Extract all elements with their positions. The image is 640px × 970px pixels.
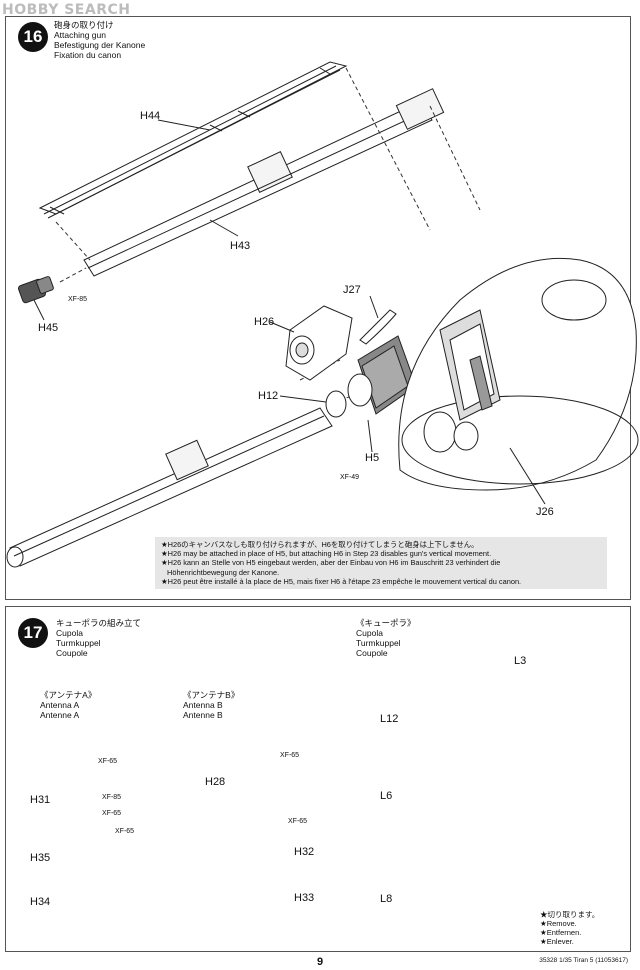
- paint-xf65-a2: XF-65: [102, 810, 122, 817]
- note-en: ★H26 may be attached in place of H5, but…: [161, 549, 492, 559]
- lower-barrel-drawing: [6, 407, 333, 568]
- title-en: Attaching gun: [54, 30, 106, 40]
- label-l3: L3: [514, 655, 527, 667]
- remove-fr: ★Enlever.: [540, 937, 574, 946]
- paint-xf65-b1: XF-65: [280, 752, 300, 759]
- title-en: Cupola: [56, 628, 83, 638]
- label-h12: H12: [258, 390, 279, 402]
- remove-en: ★Remove.: [540, 919, 577, 928]
- title-jp: 砲身の取り付け: [54, 20, 114, 30]
- note-de: ★H26 kann an Stelle von H5 eingebaut wer…: [161, 558, 501, 568]
- antenna-a-de: Antenne A: [40, 710, 80, 720]
- label-j26: J26: [536, 506, 554, 518]
- step17-panel: [5, 606, 631, 952]
- step17-number: 17: [18, 618, 48, 648]
- h44-rail-drawing: [38, 61, 348, 219]
- step17-title: キューポラの組み立て Cupola Turmkuppel Coupole: [56, 618, 141, 658]
- cupola-jp: 《キューポラ》: [356, 618, 416, 628]
- cupola-fr: Coupole: [356, 648, 388, 658]
- label-j27: J27: [343, 284, 361, 296]
- note-de-cont: Höhenrichtbewegung der Kanone.: [167, 567, 280, 577]
- label-l6: L6: [380, 790, 393, 802]
- turret-drawing: [398, 257, 639, 491]
- remove-de: ★Entfernen.: [540, 928, 582, 937]
- cupola-title: 《キューポラ》 Cupola Turmkuppel Coupole: [356, 618, 416, 658]
- antenna-a-en: Antenna A: [40, 700, 80, 710]
- label-h26: H26: [254, 316, 275, 328]
- step16-number: 16: [18, 22, 48, 52]
- title-de: Befestigung der Kanone: [54, 40, 146, 50]
- paint-xf65-a1: XF-65: [98, 758, 118, 765]
- h5-canvas-drawing: [347, 335, 417, 415]
- h12-ring-drawing: [325, 390, 347, 418]
- antenna-b-de: Antenne B: [183, 710, 223, 720]
- label-l12: L12: [380, 713, 399, 725]
- antenna-b-title: 《アンテナB》 Antenna B Antenne B: [183, 690, 239, 720]
- note-jp: ★H26のキャンバスなしも取り付けられますが、H6を取り付けてしまうと砲身は上下…: [161, 540, 479, 549]
- antenna-a-title: 《アンテナA》 Antenna A Antenne A: [40, 690, 96, 720]
- title-fr: Fixation du canon: [54, 50, 122, 60]
- title-jp: キューポラの組み立て: [56, 618, 142, 628]
- paint-xf85-a: XF-85: [102, 794, 122, 801]
- paint-xf65-b2: XF-65: [288, 818, 308, 825]
- cupola-en: Cupola: [356, 628, 383, 638]
- h26-mantlet-drawing: [285, 305, 353, 381]
- paint-xf65-a3: XF-65: [115, 828, 135, 835]
- label-h31: H31: [30, 794, 51, 806]
- label-h44: H44: [140, 110, 161, 122]
- cupola-de: Turmkuppel: [356, 638, 401, 648]
- watermark-logo: HOBBY SEARCH: [2, 2, 131, 18]
- label-h5: H5: [365, 452, 380, 464]
- h45-muzzle-drawing: [17, 276, 54, 304]
- note-fr: ★H26 peut être installé à la place de H5…: [161, 576, 522, 586]
- label-h34: H34: [30, 896, 51, 908]
- footer-code: 35328 1/35 Tiran 5 (11053617): [539, 957, 628, 964]
- label-l8: L8: [380, 893, 393, 905]
- label-h43: H43: [230, 240, 251, 252]
- title-de: Turmkuppel: [56, 638, 101, 648]
- step16-title: 砲身の取り付け Attaching gun Befestigung der Ka…: [54, 20, 145, 60]
- label-h33: H33: [294, 892, 315, 904]
- label-h45: H45: [38, 322, 59, 334]
- label-h35: H35: [30, 852, 51, 864]
- label-h32: H32: [294, 846, 315, 858]
- remove-jp: ★切り取ります。: [540, 910, 600, 919]
- paint-xf49: XF-49: [340, 474, 360, 481]
- title-fr: Coupole: [56, 648, 88, 658]
- label-h28: H28: [205, 776, 226, 788]
- h43-barrel-drawing: [83, 88, 445, 277]
- antenna-b-jp: 《アンテナB》: [183, 690, 240, 700]
- j27-part-drawing: [359, 309, 397, 345]
- remove-note: ★切り取ります。 ★Remove. ★Entfernen. ★Enlever.: [540, 910, 599, 946]
- page-number: 9: [316, 956, 324, 968]
- step16-note: ★H26のキャンバスなしも取り付けられますが、H6を取り付けてしまうと砲身は上下…: [155, 537, 607, 590]
- antenna-b-en: Antenna B: [183, 700, 223, 710]
- antenna-a-jp: 《アンテナA》: [40, 690, 97, 700]
- paint-xf85-16: XF-85: [68, 296, 88, 303]
